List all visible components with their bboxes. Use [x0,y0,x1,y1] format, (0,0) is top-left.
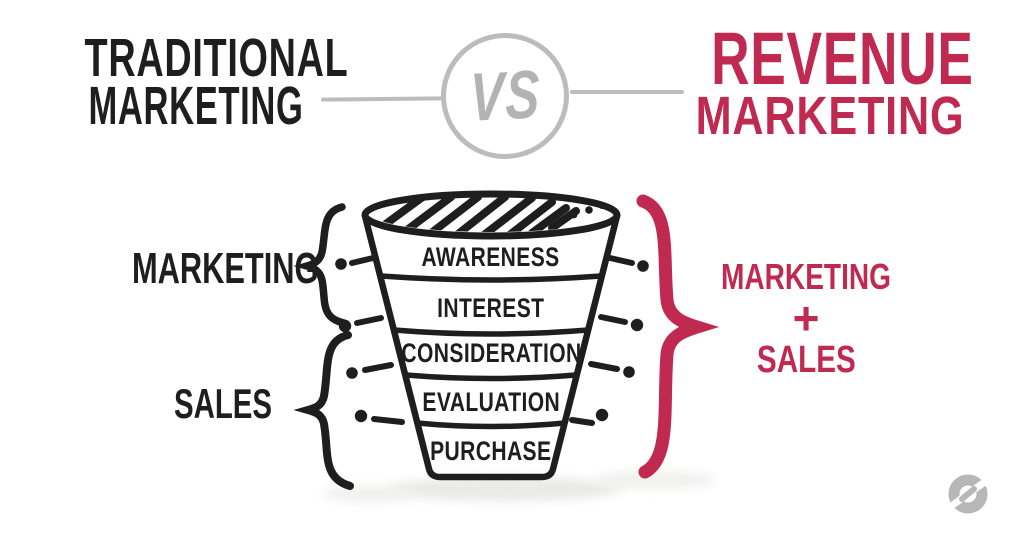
funnel-stage-interest: INTEREST [437,293,545,323]
plus-sign: + [792,292,820,344]
sales-label: SALES [173,380,273,427]
funnel-stage-awareness: AWARENESS [421,242,561,272]
vs-connector-line-right [570,90,684,94]
funnel-shadow [322,471,715,502]
funnel-stage-purchase: PURCHASE [430,436,552,466]
marketing-brace [293,203,348,327]
funnel-stage-consideration: CONSIDERATION [401,338,582,368]
marketing-plus-sales-label: MARKETING + SALES [720,256,892,381]
brand-logo-icon [947,474,989,514]
vs-label: VS [469,56,541,136]
title-line: TRADITIONAL [84,28,349,88]
funnel-outline [361,190,621,481]
title-line: MARKETING [88,76,304,136]
traditional-marketing-title: TRADITIONAL MARKETING [28,31,348,136]
title-line: MARKETING [695,86,965,146]
combined-brace [636,194,720,479]
revenue-marketing-title: REVENUE MARKETING [660,17,1000,146]
title-line: REVENUE [711,17,974,100]
funnel-top-dots [570,203,605,219]
funnel-stage-evaluation: EVALUATION [422,387,560,417]
sales-brace [293,331,354,490]
marketing-label: MARKETING [131,244,319,293]
